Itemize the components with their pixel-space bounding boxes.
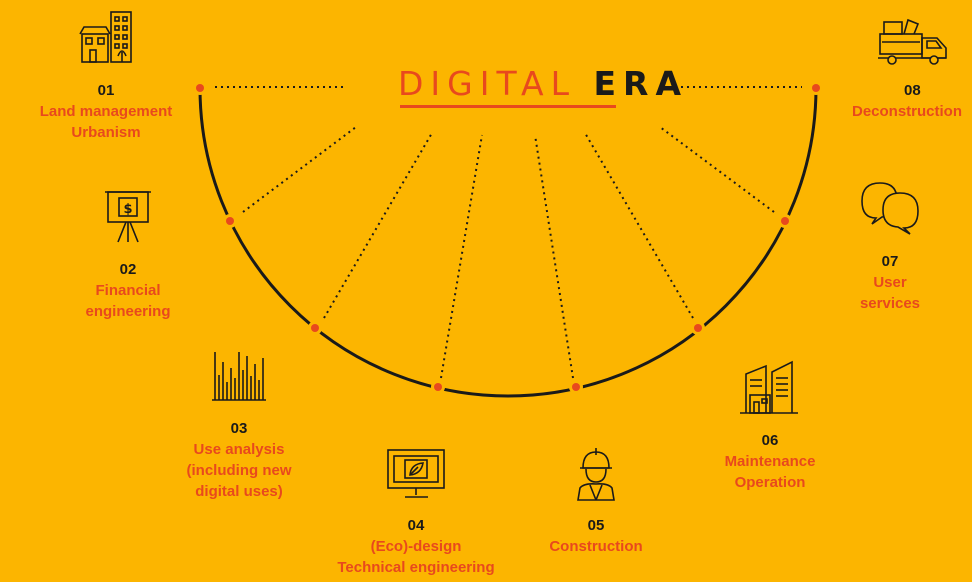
- stage-label: (Eco)-design: [370, 538, 462, 555]
- stage-number: 06: [761, 432, 779, 449]
- diagram-title: DIGITAL ERA: [398, 64, 681, 103]
- stage-02: 02 Financial engineering: [70, 259, 186, 322]
- stage-label: Maintenance: [724, 453, 816, 470]
- stage-label: Deconstruction: [852, 103, 963, 120]
- stage-label: Land management: [39, 103, 173, 120]
- node-05: [572, 383, 580, 391]
- node-01: [196, 84, 204, 92]
- connector-03: [323, 132, 433, 319]
- connector-04: [440, 134, 483, 379]
- presentation-board-icon: [105, 191, 151, 243]
- stage-01: 01 Land management Urbanism: [30, 80, 182, 143]
- connector-05: [534, 134, 574, 379]
- stage-number: 03: [230, 420, 248, 437]
- stage-07: 07 User services: [848, 251, 932, 314]
- stage-number: 08: [904, 82, 921, 99]
- stage-number: 05: [587, 517, 605, 534]
- stage-label: Construction: [549, 538, 643, 555]
- title-underline: [400, 105, 616, 108]
- stage-label: User: [873, 274, 907, 291]
- stage-05: 05 Construction: [538, 515, 654, 557]
- stage-number: 02: [119, 261, 137, 278]
- node-07: [781, 217, 789, 225]
- stage-number: 04: [407, 517, 425, 534]
- stage-number: 01: [97, 82, 115, 99]
- monitor-leaf-icon: [387, 449, 445, 498]
- speech-bubbles-icon: [861, 182, 919, 235]
- title-word-digital: DIGITAL: [398, 64, 577, 103]
- title-word-era: ERA: [593, 64, 689, 103]
- stage-06: 06 Maintenance Operation: [712, 430, 828, 493]
- connector-06: [584, 132, 694, 319]
- node-03: [311, 324, 319, 332]
- stage-label: services: [859, 295, 921, 312]
- connector-07: [659, 126, 775, 213]
- node-08: [812, 84, 820, 92]
- stage-label: (including new: [186, 462, 292, 479]
- stage-label: Technical engineering: [337, 559, 495, 576]
- stage-08: 08 Deconstruction: [852, 80, 972, 122]
- stage-label: Operation: [734, 474, 806, 491]
- stage-label: engineering: [85, 303, 171, 320]
- stage-label: digital uses): [195, 483, 283, 500]
- stage-03: 03 Use analysis (including new digital u…: [168, 418, 310, 502]
- stage-label: Use analysis: [193, 441, 285, 458]
- connector-02: [242, 126, 357, 213]
- city-buildings-icon: [740, 360, 798, 414]
- node-02: [226, 217, 234, 225]
- buildings-icon: [79, 11, 132, 63]
- node-04: [434, 383, 442, 391]
- stage-label: Financial: [95, 282, 161, 299]
- bar-graph-icon: [212, 352, 266, 401]
- era-arc: [198, 87, 818, 398]
- stage-label: Urbanism: [71, 124, 141, 141]
- construction-worker-icon: [577, 448, 615, 501]
- dollar-icon: $: [123, 202, 132, 217]
- stage-04: 04 (Eco)-design Technical engineering: [326, 515, 506, 578]
- node-06: [694, 324, 702, 332]
- stage-number: 07: [881, 253, 899, 270]
- truck-icon: [878, 18, 947, 65]
